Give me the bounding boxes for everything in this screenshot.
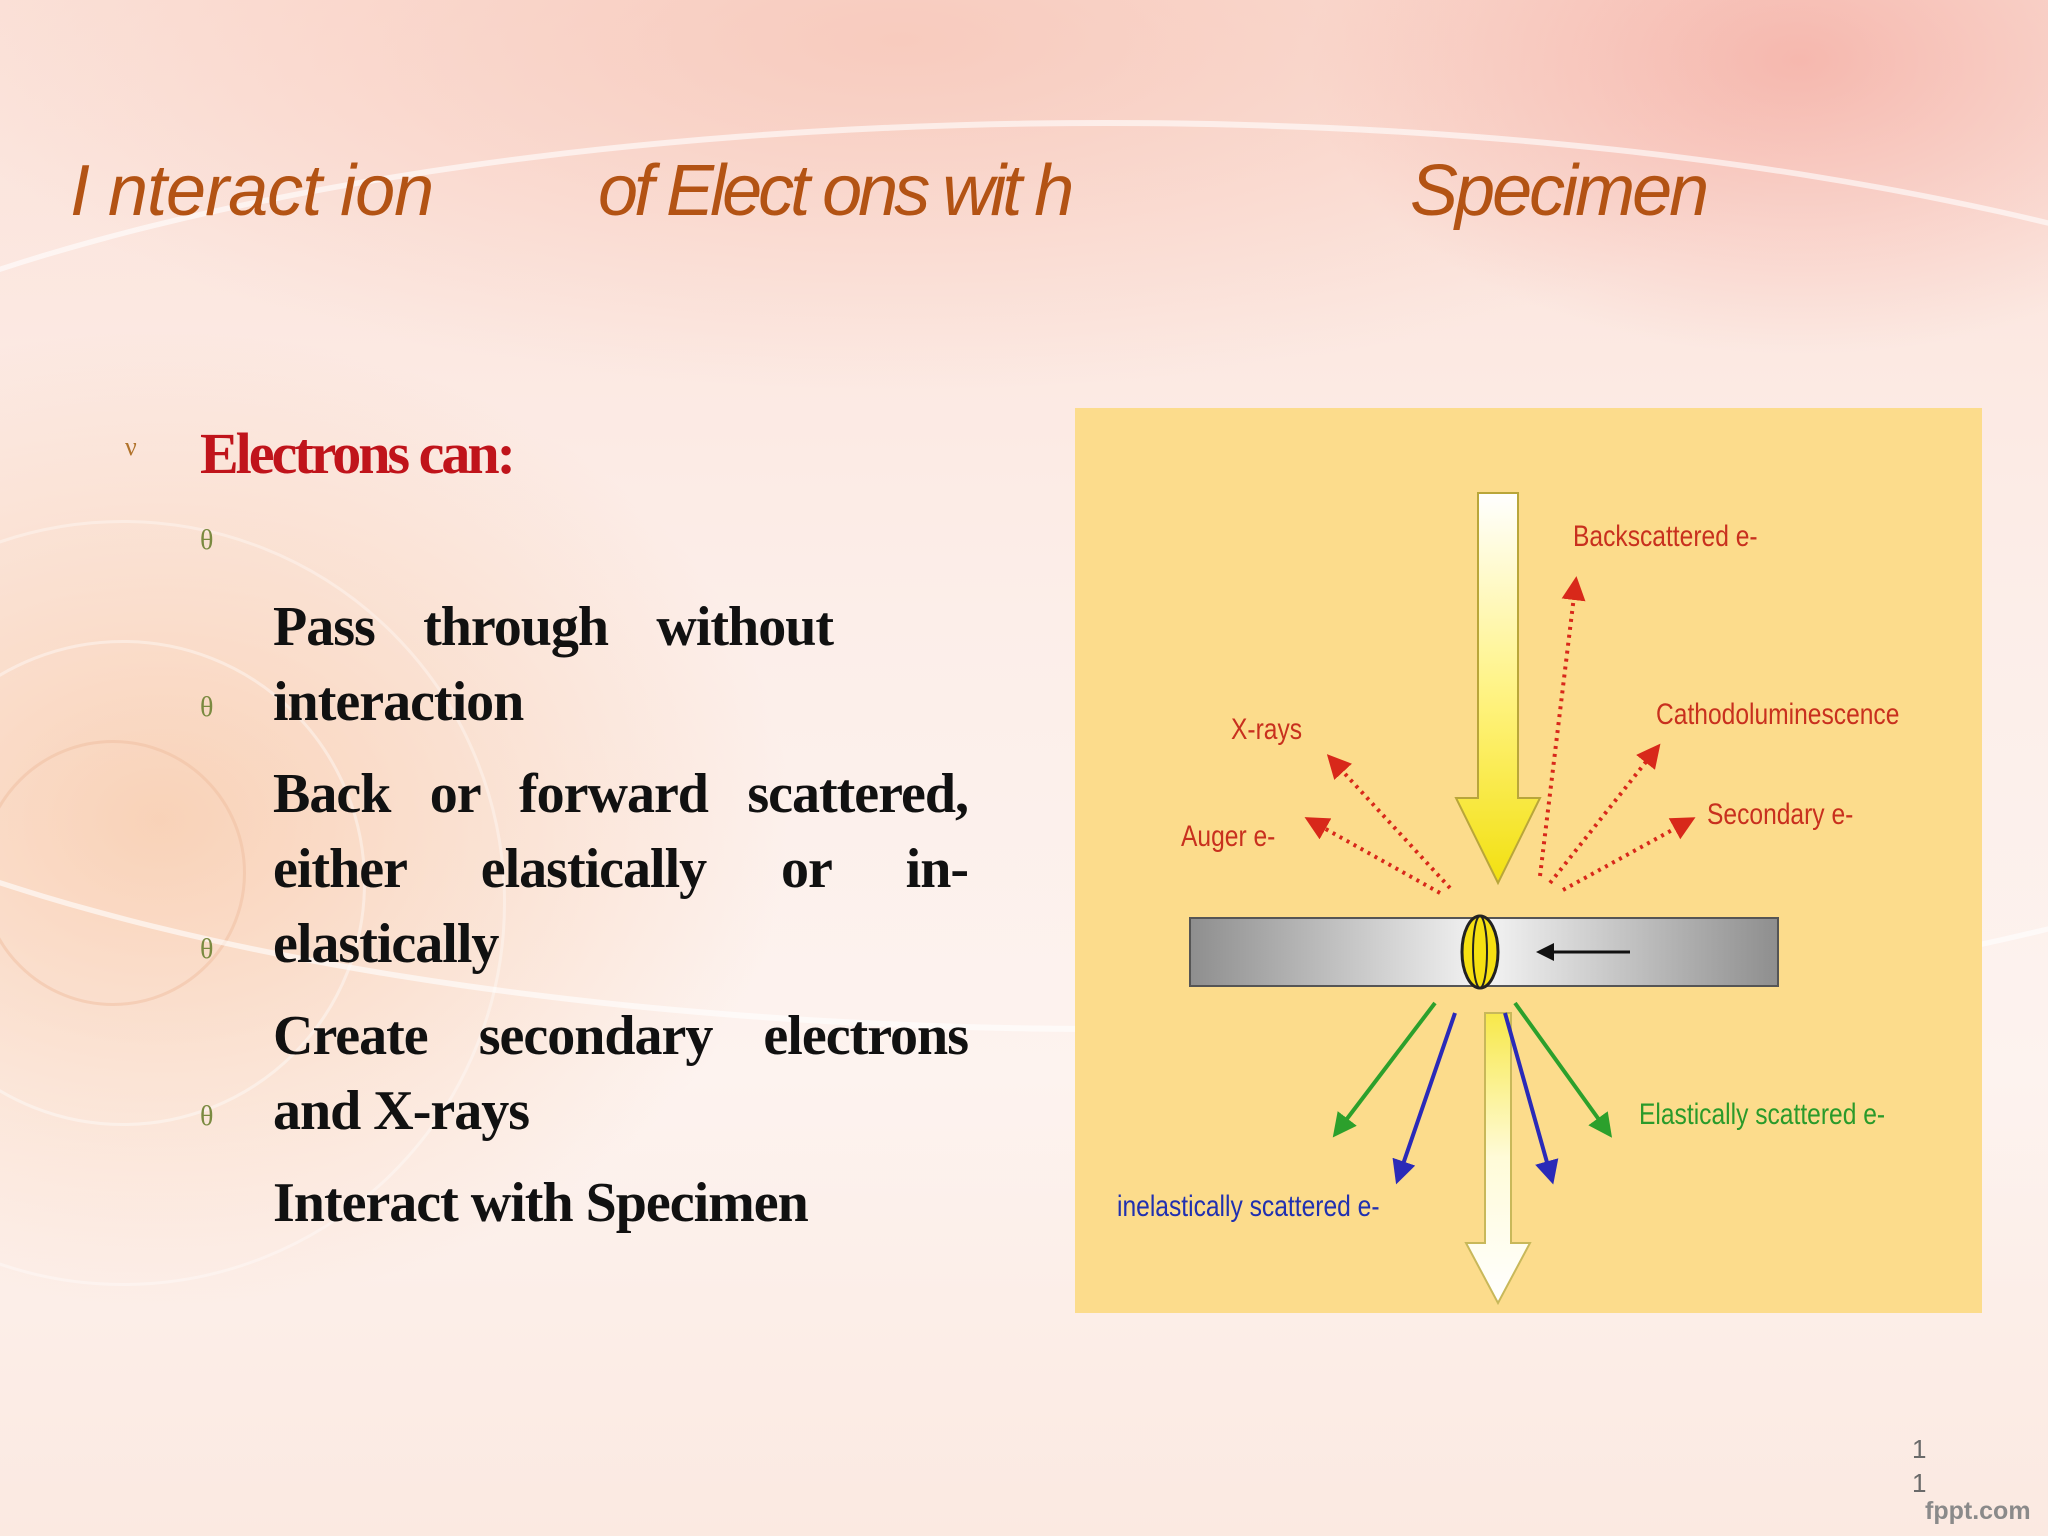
list-item: Create secondary electrons and X-rays: [273, 1005, 969, 1142]
page-number: 11: [1912, 1434, 1927, 1498]
title-part: I nteract ion: [70, 151, 434, 231]
list-item: Interact with Specimen: [273, 1172, 809, 1234]
inelastic-arrows: [1392, 1012, 1559, 1185]
xrays-label: X-rays: [1231, 713, 1303, 746]
auger-label: Auger e-: [1181, 820, 1276, 853]
heading-bullet-marker: ν: [125, 432, 137, 461]
backscattered-label: Backscattered e-: [1573, 520, 1758, 553]
diagram-graphic: [1189, 492, 1779, 1306]
electron-interaction-diagram: Backscattered e- Cathodoluminescence X-r…: [1075, 408, 1982, 1313]
transmitted-beam-arrow: [1464, 1012, 1532, 1306]
inelastically-scattered-label: inelastically scattered e-: [1117, 1190, 1380, 1223]
title-part: of Elect ons wit h: [598, 151, 1074, 231]
bullet-marker: θ: [200, 934, 214, 965]
cathodoluminescence-arrow: [1548, 743, 1661, 885]
secondary-arrow: [1562, 817, 1696, 892]
xrays-arrow: [1326, 754, 1452, 890]
section-heading: Electrons can:: [200, 421, 516, 486]
bullet-marker: θ: [200, 1101, 214, 1132]
emission-arrows: [1304, 576, 1696, 895]
elastic-arrows: [1332, 1001, 1613, 1138]
cathodoluminescence-label: Cathodoluminescence: [1656, 698, 1900, 731]
elastically-scattered-label: Elastically scattered e-: [1639, 1098, 1886, 1131]
list-item: Back or forward scattered, either elasti…: [273, 763, 969, 975]
slide-title: I nteract ion of Elect ons wit h Specime…: [70, 150, 1970, 260]
bullet-marker: θ: [200, 692, 214, 723]
bullet-marker: θ: [200, 525, 214, 556]
secondary-label: Secondary e-: [1707, 798, 1854, 831]
title-part: Specimen: [1410, 151, 1709, 231]
list-item: Pass through without interaction: [273, 596, 834, 733]
swoosh-decoration: [0, 120, 2048, 1032]
watermark: fppt.com: [1925, 1497, 2031, 1525]
backscattered-arrow: [1538, 576, 1586, 877]
specimen-slab: [1189, 914, 1779, 990]
incident-beam-arrow: [1454, 492, 1542, 886]
